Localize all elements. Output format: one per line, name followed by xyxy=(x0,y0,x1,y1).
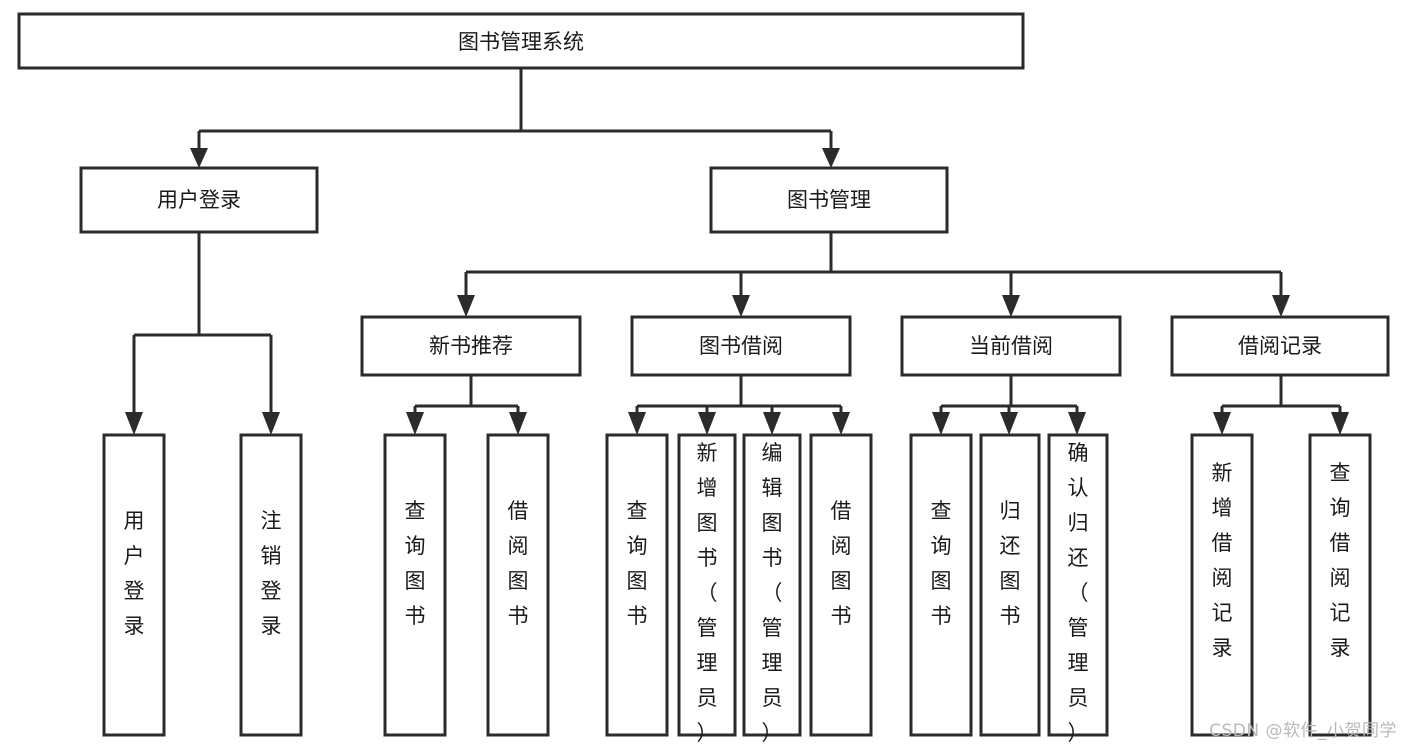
node-new-book-recommend[interactable]: 新书推荐 xyxy=(360,315,582,377)
node-book-manage[interactable]: 图书管理 xyxy=(709,166,949,234)
leaf-add-record[interactable]: 新增借阅记录 xyxy=(1190,433,1254,737)
arrow-bookborrow-leaf-3 xyxy=(763,412,781,435)
arrow-bookmanage-child-1 xyxy=(457,295,475,317)
node-root-label: 图书管理系统 xyxy=(458,30,584,54)
leaf-confirm-return[interactable]: 确认归还（管理员） xyxy=(1047,433,1109,745)
leaf-query-book-3[interactable]: 查询图书 xyxy=(909,433,973,737)
node-borrow-record[interactable]: 借阅记录 xyxy=(1170,315,1390,377)
arrow-bookmanage-child-4 xyxy=(1272,295,1290,317)
arrow-bookmanage-child-2 xyxy=(732,295,750,317)
leaf-add-record-label: 新增借阅记录 xyxy=(1212,461,1233,660)
leaf-query-record[interactable]: 查询借阅记录 xyxy=(1308,433,1372,737)
arrow-currentborrow-leaf-1 xyxy=(932,412,950,435)
edges-layer xyxy=(125,68,1349,435)
leaf-return-book-label: 归还图书 xyxy=(1000,499,1021,628)
arrow-newbook-leaf-2 xyxy=(509,412,527,435)
leaf-user-login-label: 用户登录 xyxy=(124,509,145,638)
leaf-borrow-book-1[interactable]: 借阅图书 xyxy=(486,433,550,737)
leaf-confirm-return-label: 确认归还（管理员） xyxy=(1068,441,1089,745)
leaf-return-book[interactable]: 归还图书 xyxy=(979,433,1041,737)
leaf-borrow-book-1-label: 借阅图书 xyxy=(508,499,529,628)
arrow-borrowrecord-leaf-1 xyxy=(1213,412,1231,435)
leaf-user-login[interactable]: 用户登录 xyxy=(102,433,166,737)
leaf-add-book-label: 新增图书（管理员） xyxy=(697,441,718,745)
leaf-borrow-book-2[interactable]: 借阅图书 xyxy=(809,433,873,737)
leaf-query-book-1[interactable]: 查询图书 xyxy=(383,433,447,737)
arrow-bookborrow-leaf-4 xyxy=(832,412,850,435)
leaf-edit-book-label: 编辑图书（管理员） xyxy=(762,441,783,745)
arrow-bookborrow-leaf-2 xyxy=(698,412,716,435)
arrow-newbook-leaf-1 xyxy=(406,412,424,435)
node-current-borrow-label: 当前借阅 xyxy=(969,334,1053,358)
node-book-borrow[interactable]: 图书借阅 xyxy=(630,315,852,377)
leaf-edit-book[interactable]: 编辑图书（管理员） xyxy=(742,433,802,745)
arrow-userlogin-child-2 xyxy=(262,412,280,435)
arrow-root-to-book-manage xyxy=(822,148,840,168)
leaf-query-book-2[interactable]: 查询图书 xyxy=(605,433,669,737)
leaf-logout-login-label: 注销登录 xyxy=(261,509,282,638)
csdn-watermark: CSDN @软件_小贺同学 xyxy=(1209,721,1397,741)
node-current-borrow[interactable]: 当前借阅 xyxy=(900,315,1122,377)
arrow-userlogin-child-1 xyxy=(125,412,143,435)
leaf-logout-login[interactable]: 注销登录 xyxy=(239,433,303,737)
node-book-manage-label: 图书管理 xyxy=(787,188,871,212)
arrow-borrowrecord-leaf-2 xyxy=(1331,412,1349,435)
node-root[interactable]: 图书管理系统 xyxy=(17,12,1025,70)
arrow-root-to-user-login xyxy=(190,148,208,168)
leaf-query-book-2-label: 查询图书 xyxy=(627,499,648,628)
node-borrow-record-label: 借阅记录 xyxy=(1238,334,1322,358)
arrow-bookborrow-leaf-1 xyxy=(628,412,646,435)
node-book-borrow-label: 图书借阅 xyxy=(699,334,783,358)
leaf-query-book-3-label: 查询图书 xyxy=(931,499,952,628)
leaf-borrow-book-2-label: 借阅图书 xyxy=(831,499,852,628)
arrow-currentborrow-leaf-3 xyxy=(1068,412,1086,435)
node-new-book-recommend-label: 新书推荐 xyxy=(429,334,513,358)
leaf-query-record-label: 查询借阅记录 xyxy=(1330,461,1351,660)
arrow-bookmanage-child-3 xyxy=(1002,295,1020,317)
leaf-query-book-1-label: 查询图书 xyxy=(405,499,426,628)
arrow-currentborrow-leaf-2 xyxy=(1000,412,1018,435)
node-user-login[interactable]: 用户登录 xyxy=(79,166,319,234)
node-user-login-label: 用户登录 xyxy=(157,188,241,212)
leaf-add-book[interactable]: 新增图书（管理员） xyxy=(677,433,737,745)
